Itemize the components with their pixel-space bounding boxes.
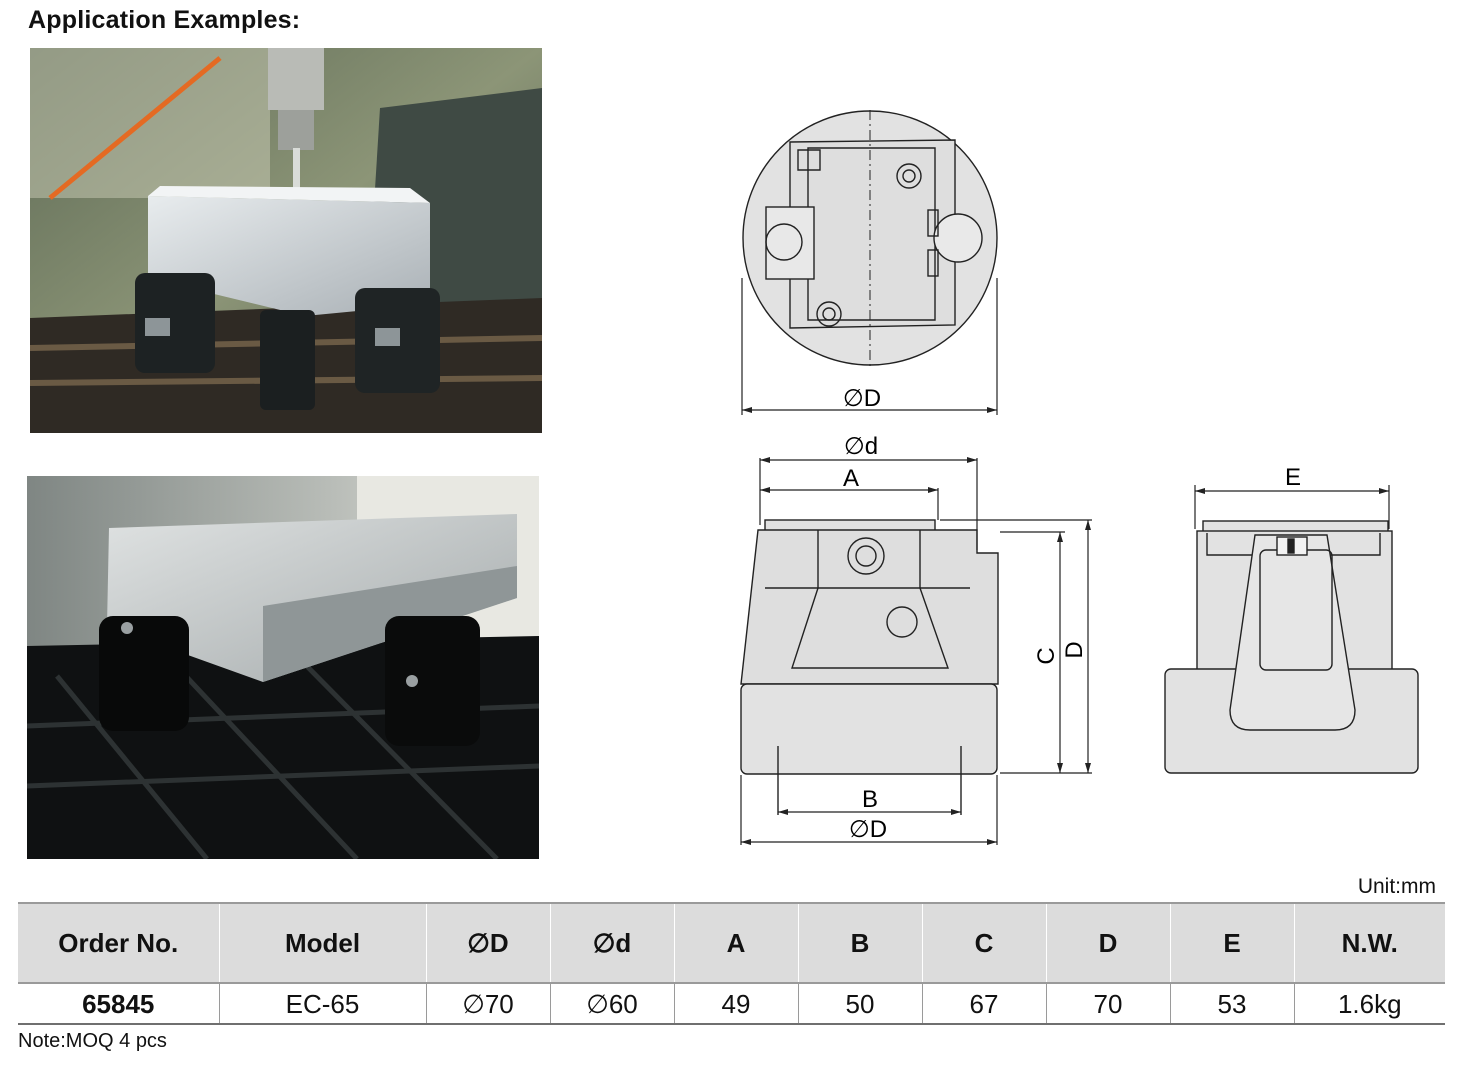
application-photo-drilling	[30, 48, 542, 433]
unit-label: Unit:mm	[1357, 875, 1436, 898]
front-view-dim-D-side: D	[1061, 641, 1088, 658]
front-view-dim-C: C	[1033, 647, 1060, 664]
header-a: A	[673, 902, 798, 984]
note-text: Note:MOQ 4 pcs	[18, 1030, 167, 1052]
header-d: D	[1045, 902, 1170, 984]
top-view-dim-D: ∅D	[843, 385, 881, 412]
cell-e: 53	[1169, 983, 1294, 1025]
spec-table: Order No. Model ∅D ∅d A B C D E N.W. 658…	[18, 902, 1445, 1025]
page-heading: Application Examples:	[28, 6, 301, 34]
cell-model: EC-65	[218, 983, 426, 1025]
front-view-drawing: ∅d A B ∅D C D	[730, 430, 1110, 850]
cell-b: 50	[797, 983, 922, 1025]
table-header-row: Order No. Model ∅D ∅d A B C D E N.W.	[18, 902, 1445, 984]
header-net-weight: N.W.	[1293, 902, 1445, 984]
header-order-no: Order No.	[18, 902, 219, 984]
front-view-dim-B: B	[862, 786, 878, 813]
table-row: 65845 EC-65 ∅70 ∅60 49 50 67 70 53 1.6kg	[18, 983, 1445, 1025]
front-view-dim-D-bottom: ∅D	[849, 816, 887, 843]
front-view-dim-A: A	[843, 465, 859, 492]
top-view-drawing: ∅D	[730, 110, 1010, 420]
header-outer-diameter: ∅D	[425, 902, 550, 984]
header-b: B	[797, 902, 922, 984]
cell-outer-diameter: ∅70	[425, 983, 550, 1025]
cell-a: 49	[673, 983, 798, 1025]
cell-order-no: 65845	[18, 983, 219, 1025]
header-model: Model	[218, 902, 426, 984]
cell-c: 67	[921, 983, 1046, 1025]
cell-d: 70	[1045, 983, 1170, 1025]
cell-net-weight: 1.6kg	[1293, 983, 1445, 1025]
front-view-dim-d: ∅d	[844, 433, 878, 460]
side-view-drawing: E	[1155, 455, 1430, 785]
application-photo-plate	[27, 476, 539, 859]
header-inner-diameter: ∅d	[549, 902, 674, 984]
header-c: C	[921, 902, 1046, 984]
side-view-dim-E: E	[1285, 464, 1301, 491]
cell-inner-diameter: ∅60	[549, 983, 674, 1025]
header-e: E	[1169, 902, 1294, 984]
